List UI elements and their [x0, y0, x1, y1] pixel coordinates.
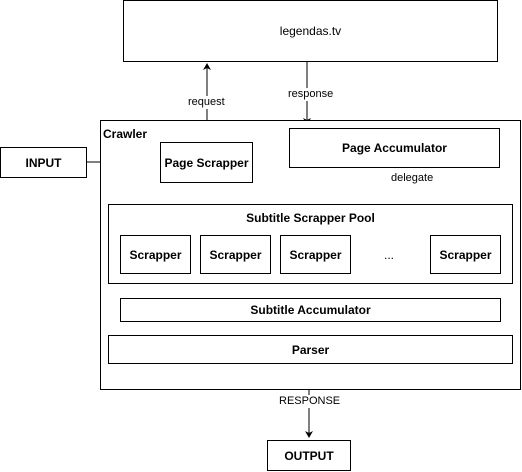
legendas-tv-node: legendas.tv — [123, 0, 498, 62]
output-node: OUTPUT — [267, 440, 351, 471]
scrapper-node: Scrapper — [280, 235, 351, 274]
request-label: request — [186, 96, 227, 109]
legendas-tv-label: legendas.tv — [279, 24, 342, 38]
input-label: INPUT — [25, 155, 62, 170]
scrapper-node: Scrapper — [200, 235, 271, 274]
scrapper-label: Scrapper — [289, 247, 342, 262]
scrapper-label: Scrapper — [129, 247, 182, 262]
input-node: INPUT — [0, 147, 87, 178]
parser-label: Parser — [291, 342, 330, 357]
scrapper-label: Scrapper — [439, 247, 492, 262]
delegate-label: delegate — [389, 172, 436, 185]
ellipsis-label: ... — [384, 248, 395, 262]
scrapper-node: Scrapper — [430, 235, 501, 274]
subtitle-accumulator-label: Subtitle Accumulator — [250, 303, 371, 317]
scrapper-label: Scrapper — [209, 247, 262, 262]
output-label: OUTPUT — [284, 448, 334, 463]
page-accumulator-node: Page Accumulator — [289, 128, 500, 168]
final-response-label: RESPONSE — [277, 395, 343, 408]
page-scrapper-label: Page Scrapper — [164, 155, 249, 170]
pool-label: Subtitle Scrapper Pool — [246, 211, 375, 225]
parser-node: Parser — [108, 335, 513, 364]
page-accumulator-label: Page Accumulator — [342, 141, 447, 155]
page-scrapper-node: Page Scrapper — [160, 142, 253, 183]
crawler-label: Crawler — [103, 127, 148, 141]
subtitle-accumulator-node: Subtitle Accumulator — [120, 298, 501, 322]
response-label: response — [286, 88, 336, 101]
scrapper-node: Scrapper — [120, 235, 191, 274]
